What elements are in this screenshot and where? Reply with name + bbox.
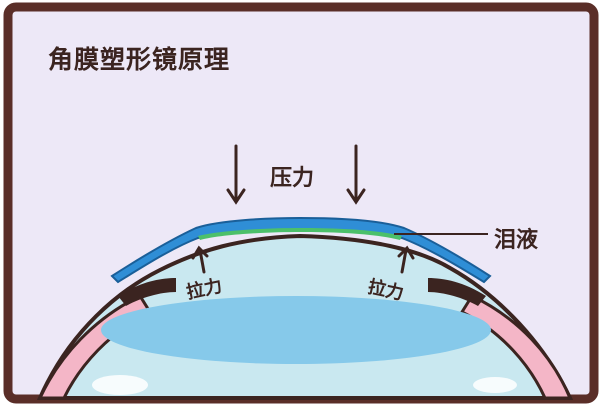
- right-eyelid: [428, 278, 486, 306]
- left-eyelid: [118, 278, 176, 306]
- pull-arrow-left: [191, 245, 209, 274]
- tear-film-label: 泪液: [494, 228, 539, 253]
- pressure-arrow-left: [226, 144, 246, 205]
- crystalline-lens: [101, 296, 491, 364]
- eye-highlight-right: [473, 377, 517, 393]
- eye-highlight: [92, 375, 148, 395]
- right-eyelid-rim: [459, 294, 573, 400]
- tear-film-layer: [198, 228, 402, 240]
- pull-arrow-right: [397, 245, 415, 274]
- pressure-label: 压力: [270, 166, 315, 191]
- diagram-title: 角膜塑形镜原理: [48, 45, 231, 74]
- pressure-arrow-right: [346, 144, 366, 205]
